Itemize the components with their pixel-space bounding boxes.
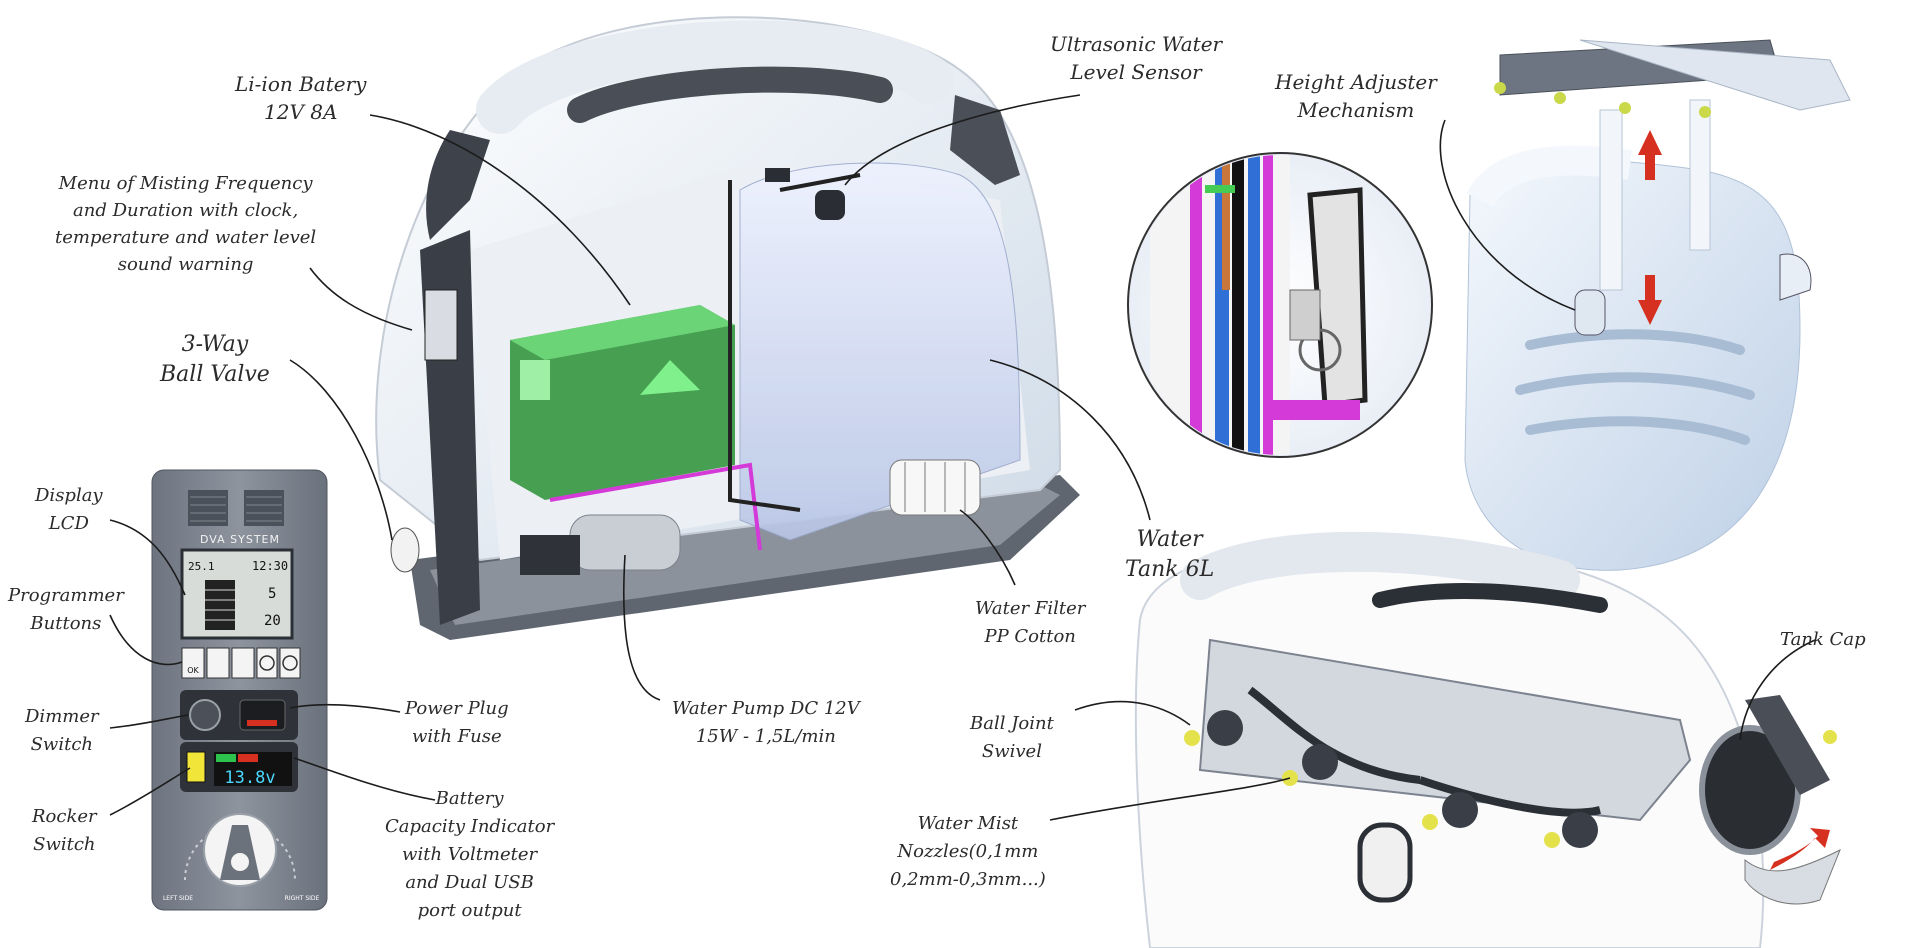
- lcd-value-2: 20: [264, 613, 281, 629]
- mist-button[interactable]: [232, 648, 254, 678]
- dimmer-knob[interactable]: [190, 700, 220, 730]
- main-unit-cutaway: [376, 17, 1080, 640]
- exit-button[interactable]: [207, 648, 229, 678]
- lcd-value-1: 5: [268, 586, 276, 602]
- dial-right-side: RIGHT SIDE: [285, 895, 320, 902]
- lcd-temperature: 25.1: [188, 560, 215, 573]
- label-tank-cap: Tank Cap: [1780, 626, 1866, 654]
- side-display: [425, 290, 457, 360]
- dial-left-side: LEFT SIDE: [163, 895, 193, 902]
- lcd-water-level-bars: [205, 580, 235, 630]
- control-panel: DVA SYSTEM 25.1 12:30 5 20 OK 13.8v: [152, 470, 327, 910]
- programmer-buttons-row: OK: [182, 648, 300, 678]
- valve-knob: [391, 528, 419, 572]
- rocker-switch-button[interactable]: [187, 752, 205, 782]
- ok-button-label: OK: [187, 666, 199, 675]
- panel-brand: DVA SYSTEM: [200, 533, 280, 546]
- ultrasonic-sensor-body: [815, 190, 845, 220]
- water-filter-cartridge: [890, 460, 980, 515]
- lcd-time: 12:30: [252, 559, 288, 573]
- nozzle-cutaway-unit: [1136, 544, 1840, 948]
- height-adjuster-unit: [1465, 40, 1850, 570]
- detail-circle-zoom: [1128, 150, 1432, 470]
- voltmeter-reading: 13.8v: [224, 768, 275, 788]
